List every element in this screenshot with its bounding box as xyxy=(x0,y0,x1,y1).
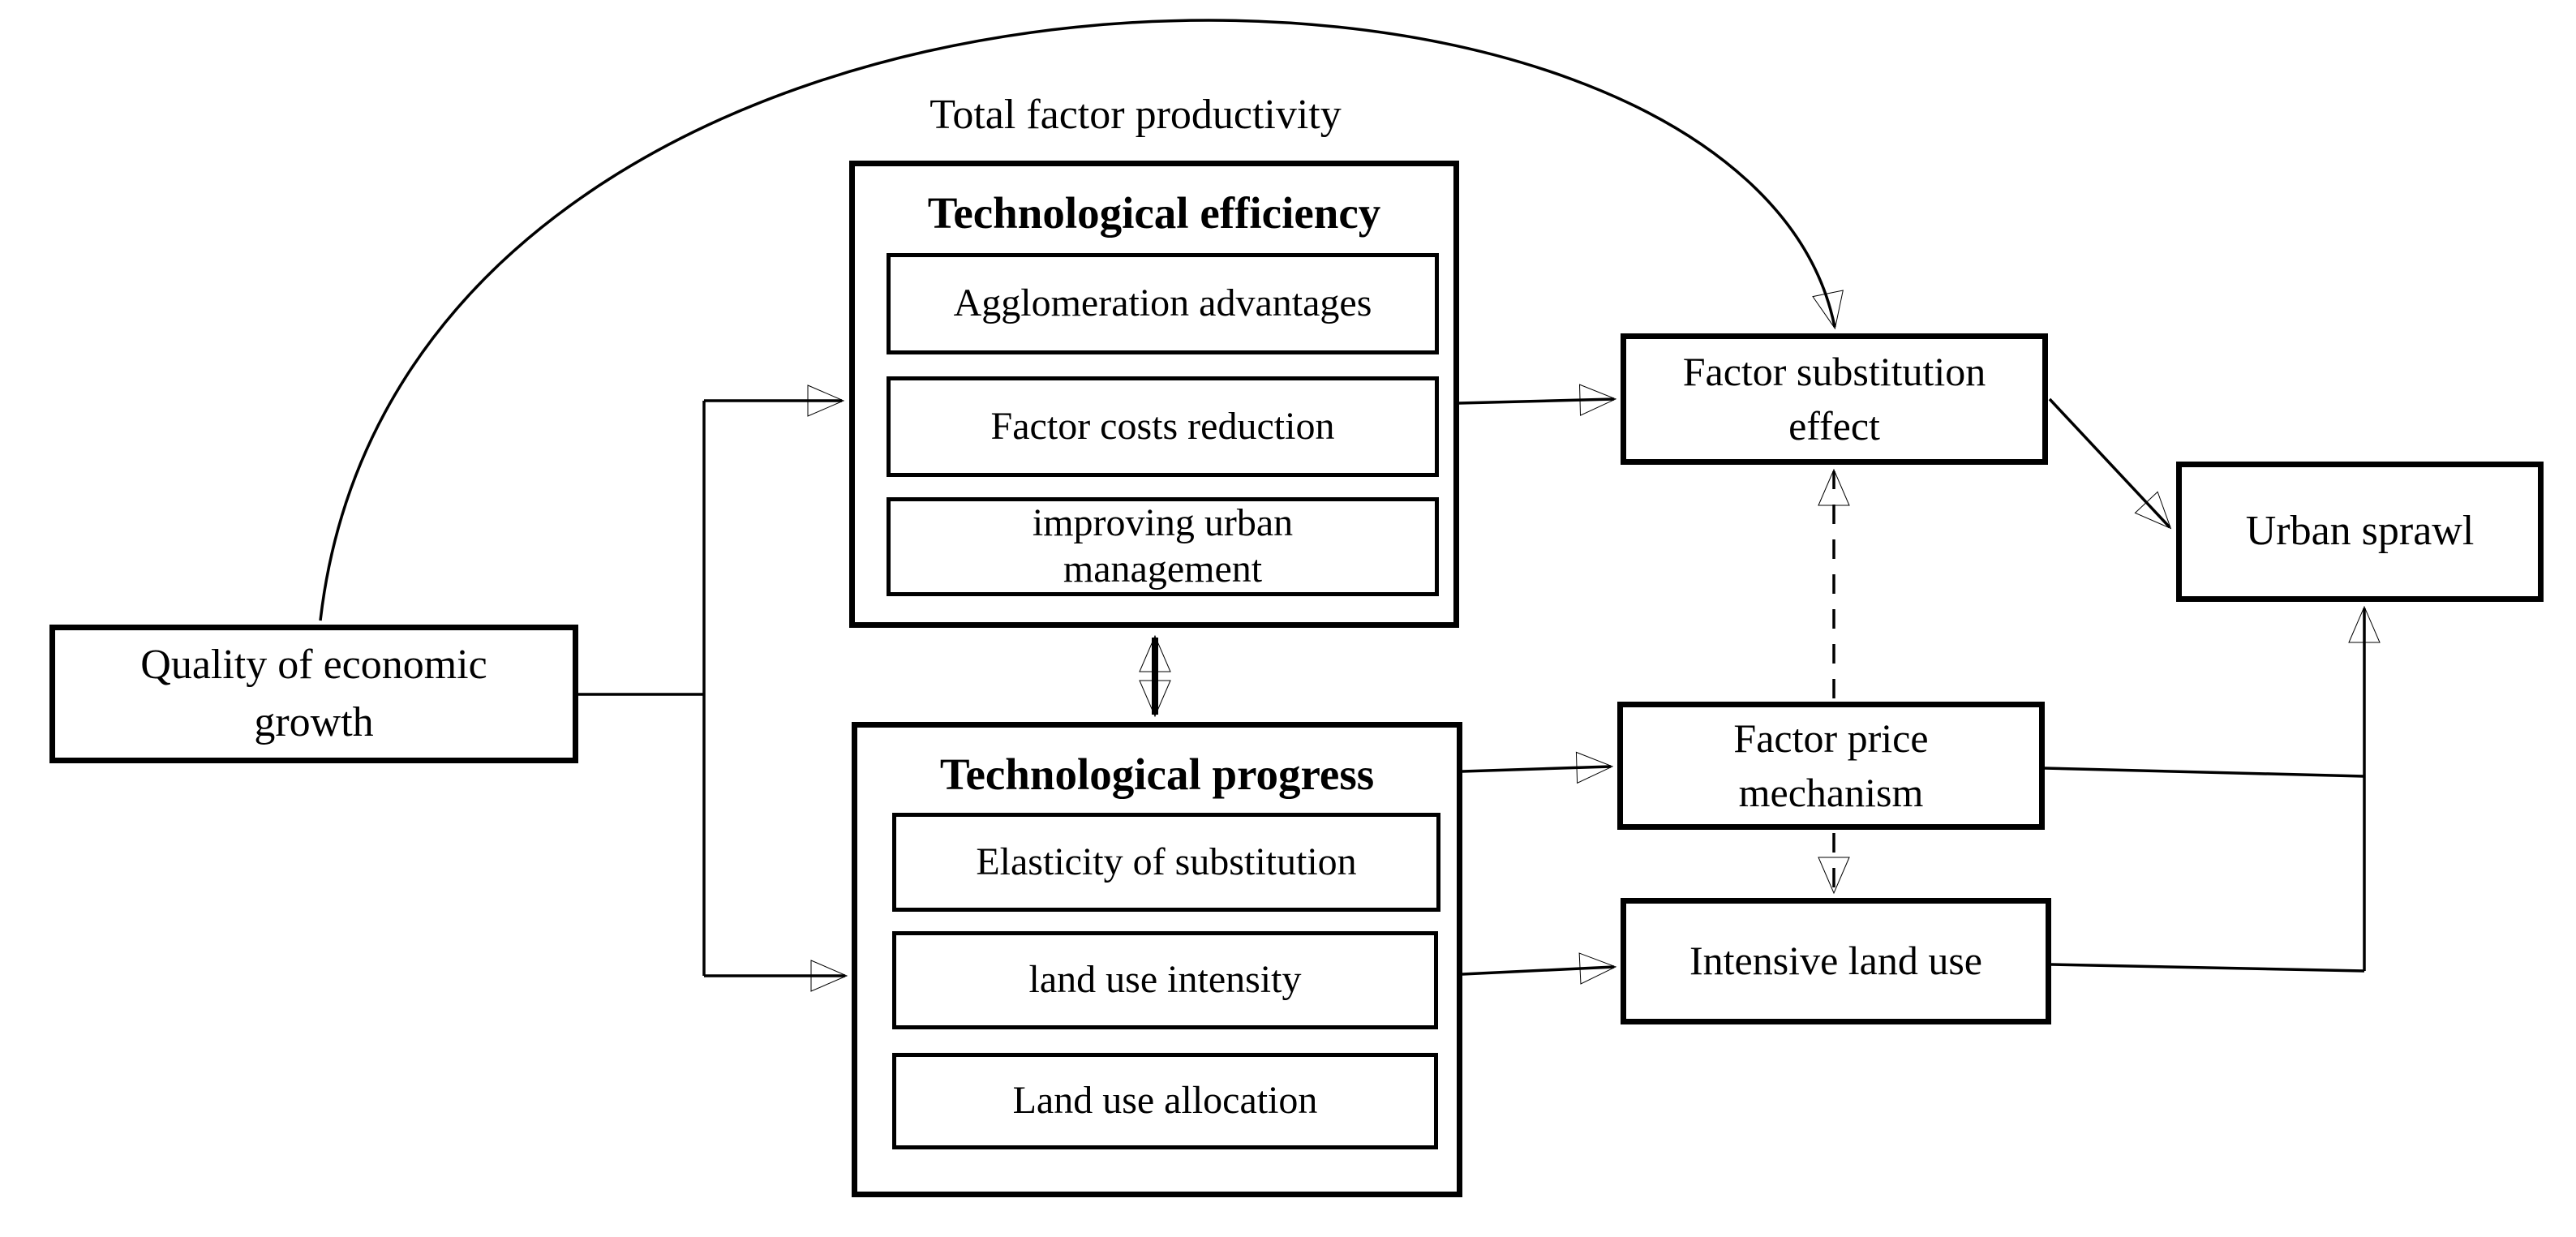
sub-item-improving-urban-management: improving urban management xyxy=(887,497,1439,596)
arrow-intensity-to-intensive-land-use xyxy=(1462,952,1617,985)
arc-label-total-factor-productivity: Total factor productivity xyxy=(930,92,1342,138)
sub-item-elasticity-of-substitution: Elasticity of substitution xyxy=(892,813,1440,912)
sub-item-label: improving urban management xyxy=(1032,501,1294,591)
arc-total-factor-productivity-arrow xyxy=(319,19,1844,621)
arrow-substitution-to-urban-sprawl xyxy=(2048,397,2172,530)
sub-item-factor-costs-reduction: Factor costs reduction xyxy=(887,376,1439,477)
group-technological-progress: Technological progress Elasticity of sub… xyxy=(852,722,1462,1197)
node-intensive-land-use: Intensive land use xyxy=(1621,898,2051,1024)
sub-item-label: Agglomeration advantages xyxy=(953,281,1372,325)
sub-item-land-use-intensity: land use intensity xyxy=(892,931,1438,1029)
arrow-efficiency-to-factor-substitution xyxy=(1458,384,1617,416)
group-title-technological-progress: Technological progress xyxy=(939,750,1375,799)
group-technological-efficiency: Technological efficiency Agglomeration a… xyxy=(849,161,1459,628)
node-label: Factor price mechanism xyxy=(1733,715,1929,816)
node-quality-of-economic-growth: Quality of economic growth xyxy=(49,625,578,763)
node-label: Quality of economic growth xyxy=(140,642,487,745)
sub-item-agglomeration-advantages: Agglomeration advantages xyxy=(887,253,1439,354)
sub-item-label: Land use allocation xyxy=(1012,1079,1318,1123)
sub-item-label: Factor costs reduction xyxy=(990,404,1335,448)
node-label: Urban sprawl xyxy=(2245,508,2475,555)
node-label: Intensive land use xyxy=(1689,938,1982,984)
sub-item-label: Elasticity of substitution xyxy=(976,840,1357,883)
node-factor-price-mechanism: Factor price mechanism xyxy=(1617,702,2045,830)
group-title-technological-efficiency: Technological efficiency xyxy=(927,188,1381,238)
node-factor-substitution-effect: Factor substitution effect xyxy=(1621,333,2048,465)
intensive-to-junction-line xyxy=(2050,963,2365,973)
sub-item-land-use-allocation: Land use allocation xyxy=(892,1053,1438,1149)
sub-item-label: land use intensity xyxy=(1028,958,1302,1002)
arrow-progress-to-factor-price xyxy=(1462,751,1614,784)
price-to-junction-line xyxy=(2044,767,2365,778)
node-urban-sprawl: Urban sprawl xyxy=(2176,462,2544,602)
node-label: Factor substitution effect xyxy=(1682,348,1986,449)
